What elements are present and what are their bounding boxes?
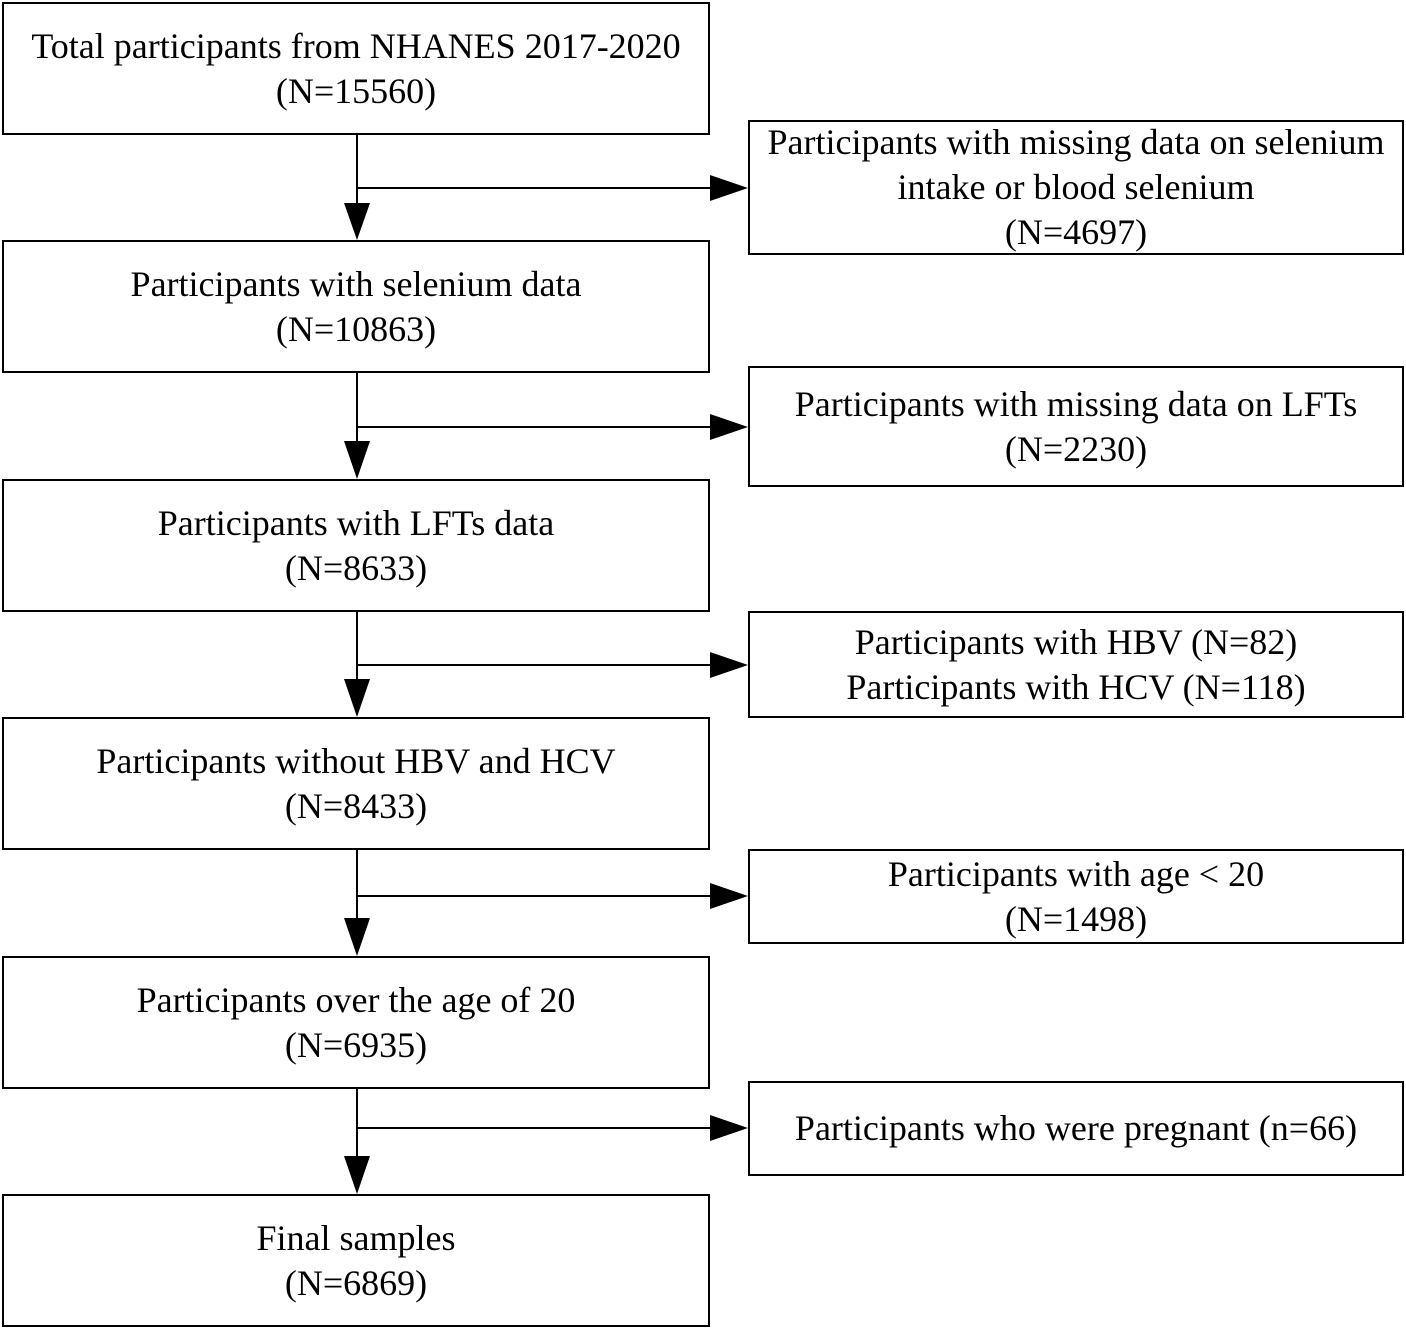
box-count: (N=8433) <box>284 785 428 826</box>
side-arrowhead <box>710 652 748 678</box>
side-arrowhead <box>710 175 748 201</box>
box-text-line: Participants with missing data on seleni… <box>767 122 1385 162</box>
box-text-line: intake or blood selenium <box>897 167 1255 207</box>
side-arrowhead <box>710 883 748 909</box>
box-text-line: Participants who were pregnant (n=66) <box>794 1108 1358 1148</box>
down-arrowhead <box>344 441 370 479</box>
exclusion-missing-selenium: Participants with missing data on seleni… <box>748 120 1404 255</box>
down-arrowhead <box>344 203 370 240</box>
box-count: (N=2230) <box>1004 428 1148 469</box>
exclusion-pregnant: Participants who were pregnant (n=66) <box>748 1081 1404 1176</box>
connector-4 <box>344 849 748 956</box>
exclusion-age-under-20: Participants with age < 20 (N=1498) <box>748 849 1404 944</box>
side-arrowhead <box>710 414 748 440</box>
box-count: (N=8633) <box>284 547 428 588</box>
box-count: (N=1498) <box>1004 898 1148 939</box>
box-text-line: Participants with selenium data <box>130 263 582 304</box>
box-text-line: Participants with HCV (N=118) <box>846 666 1306 707</box>
box-count: (N=6869) <box>284 1262 428 1303</box>
main-step-over-20: Participants over the age of 20 (N=6935) <box>2 956 710 1089</box>
box-text-line: Participants with HBV (N=82) <box>854 621 1298 662</box>
box-text-line: Total participants from NHANES 2017-2020 <box>31 25 681 66</box>
box-text-line: Participants with age < 20 <box>887 853 1265 894</box>
main-step-no-hbv-hcv: Participants without HBV and HCV (N=8433… <box>2 717 710 850</box>
connector-2 <box>344 373 748 479</box>
box-text-line: Final samples <box>256 1217 456 1258</box>
connector-3 <box>344 611 748 717</box>
main-step-final: Final samples (N=6869) <box>2 1194 710 1327</box>
box-count: (N=15560) <box>275 70 437 111</box>
connector-1 <box>344 134 748 240</box>
box-count: (N=10863) <box>275 308 437 349</box>
main-step-total: Total participants from NHANES 2017-2020… <box>2 2 710 135</box>
exclusion-hbv-hcv: Participants with HBV (N=82) Participant… <box>748 611 1404 718</box>
box-text-line: Participants over the age of 20 <box>136 979 576 1020</box>
down-arrowhead <box>344 679 370 717</box>
box-count: (N=6935) <box>284 1024 428 1065</box>
exclusion-missing-lfts: Participants with missing data on LFTs (… <box>748 366 1404 487</box>
down-arrowhead <box>344 918 370 956</box>
down-arrowhead <box>344 1156 370 1194</box>
box-text-line: Participants without HBV and HCV <box>96 740 616 781</box>
main-step-lfts: Participants with LFTs data (N=8633) <box>2 479 710 612</box>
box-count: (N=4697) <box>1004 212 1148 252</box>
side-arrowhead <box>710 1115 748 1141</box>
connector-5 <box>344 1088 748 1194</box>
main-step-selenium: Participants with selenium data (N=10863… <box>2 240 710 373</box>
box-text-line: Participants with missing data on LFTs <box>794 383 1358 424</box>
box-text-line: Participants with LFTs data <box>157 502 555 543</box>
